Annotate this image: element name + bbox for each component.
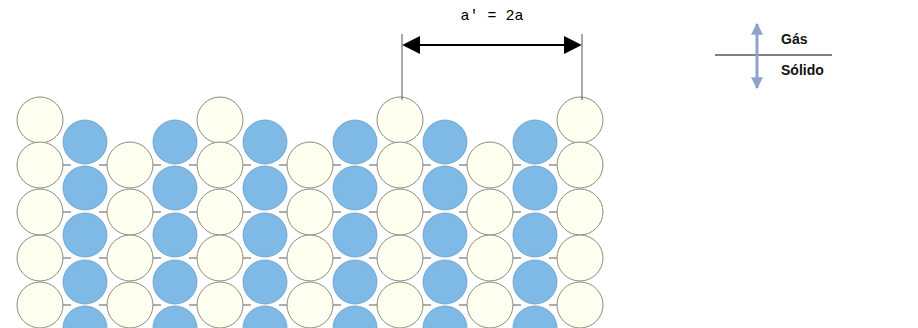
blue-atom bbox=[243, 306, 287, 328]
blue-atom bbox=[423, 213, 467, 257]
white-atom bbox=[17, 282, 63, 328]
blue-atom bbox=[333, 260, 377, 304]
blue-atom bbox=[243, 166, 287, 210]
white-atom bbox=[557, 97, 603, 143]
white-atom bbox=[17, 189, 63, 235]
white-atom bbox=[377, 235, 423, 281]
white-atom bbox=[107, 189, 153, 235]
white-atom bbox=[17, 97, 63, 143]
blue-atom bbox=[63, 306, 107, 328]
white-atom bbox=[107, 142, 153, 188]
blue-atom bbox=[63, 166, 107, 210]
blue-atom bbox=[333, 120, 377, 164]
white-atom bbox=[377, 189, 423, 235]
blue-atom bbox=[333, 166, 377, 210]
interface-line bbox=[715, 54, 832, 56]
white-atom bbox=[107, 282, 153, 328]
blue-atom bbox=[153, 120, 197, 164]
blue-atom bbox=[243, 260, 287, 304]
blue-atom bbox=[513, 306, 557, 328]
white-atom bbox=[197, 189, 243, 235]
blue-atom bbox=[243, 120, 287, 164]
dimension-arrow bbox=[404, 44, 580, 46]
blue-atom bbox=[513, 120, 557, 164]
white-atom bbox=[197, 97, 243, 143]
white-atom bbox=[107, 235, 153, 281]
blue-atoms bbox=[63, 120, 557, 328]
white-atom bbox=[557, 189, 603, 235]
blue-atom bbox=[423, 306, 467, 328]
white-atom bbox=[557, 282, 603, 328]
blue-atom bbox=[513, 213, 557, 257]
blue-atom bbox=[63, 213, 107, 257]
white-atom bbox=[467, 235, 513, 281]
phase-label: Sólido bbox=[781, 62, 824, 78]
blue-atom bbox=[423, 260, 467, 304]
white-atoms bbox=[17, 97, 603, 328]
white-atom bbox=[287, 142, 333, 188]
dimension-marks bbox=[402, 34, 582, 100]
white-atom bbox=[557, 142, 603, 188]
white-atom bbox=[467, 189, 513, 235]
blue-atom bbox=[333, 306, 377, 328]
blue-atom bbox=[63, 260, 107, 304]
blue-atom bbox=[513, 166, 557, 210]
white-atom bbox=[17, 142, 63, 188]
white-atom bbox=[287, 189, 333, 235]
white-atom bbox=[287, 235, 333, 281]
white-atom bbox=[467, 142, 513, 188]
blue-atom bbox=[243, 213, 287, 257]
blue-atom bbox=[513, 260, 557, 304]
phase-label: Gás bbox=[781, 31, 807, 47]
dimension-label: a' = 2a bbox=[460, 8, 523, 25]
white-atom bbox=[197, 142, 243, 188]
direction-arrow bbox=[756, 24, 759, 88]
blue-atom bbox=[153, 260, 197, 304]
white-atom bbox=[17, 235, 63, 281]
white-atom bbox=[377, 142, 423, 188]
dimension-tick bbox=[582, 34, 583, 100]
white-atom bbox=[377, 282, 423, 328]
blue-atom bbox=[153, 213, 197, 257]
white-atom bbox=[197, 282, 243, 328]
gas-solid-axis bbox=[715, 24, 832, 88]
blue-atom bbox=[153, 166, 197, 210]
white-atom bbox=[197, 235, 243, 281]
blue-atom bbox=[423, 166, 467, 210]
blue-atom bbox=[423, 120, 467, 164]
blue-atom bbox=[153, 306, 197, 328]
white-atom bbox=[287, 282, 333, 328]
dimension-tick bbox=[402, 34, 403, 100]
white-atom bbox=[467, 282, 513, 328]
white-atom bbox=[557, 235, 603, 281]
blue-atom bbox=[333, 213, 377, 257]
white-atom bbox=[377, 97, 423, 143]
blue-atom bbox=[63, 120, 107, 164]
